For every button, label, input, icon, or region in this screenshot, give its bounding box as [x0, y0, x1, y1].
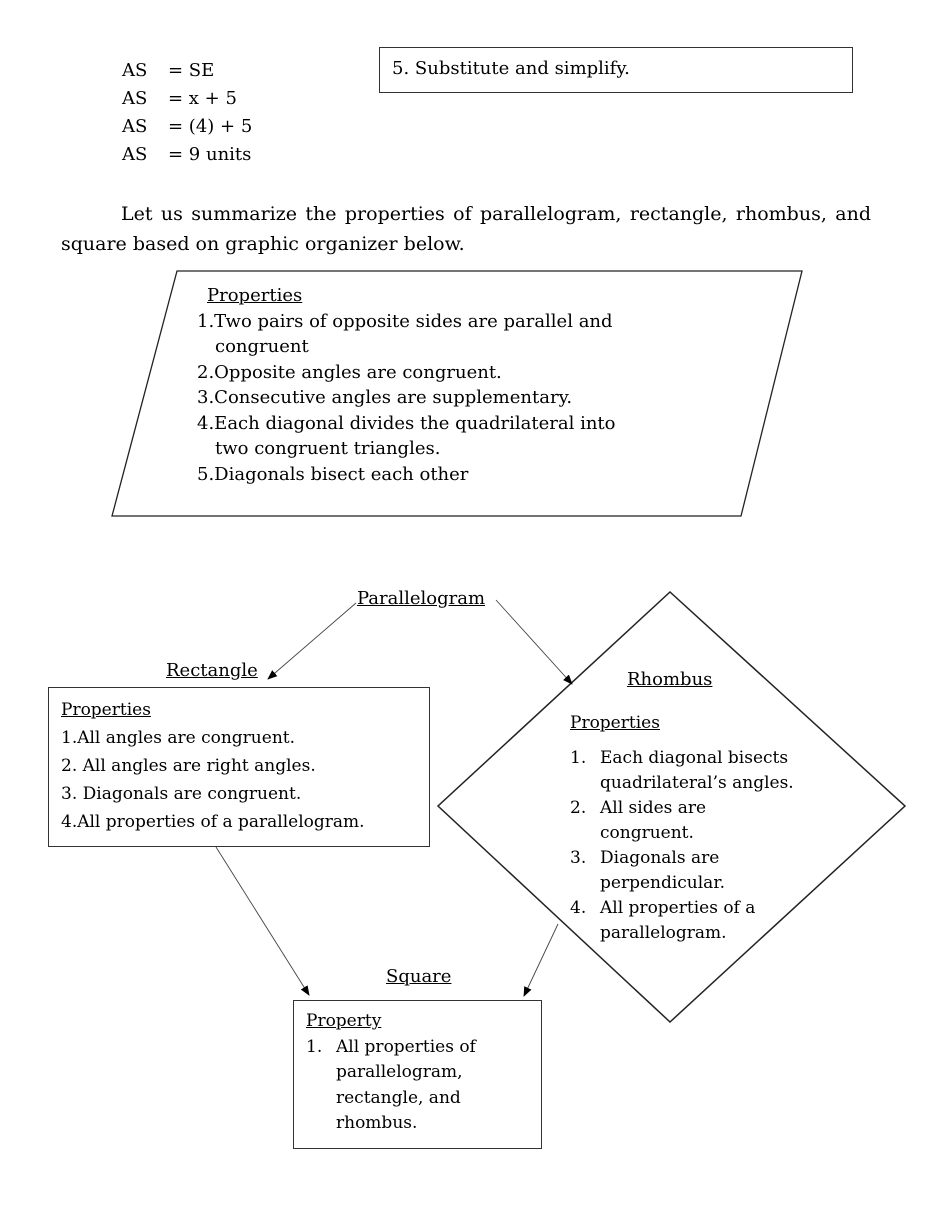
parallelogram-shape — [111, 270, 803, 517]
rhombus-property-list: 1. Each diagonal bisects quadrilateral’s… — [570, 746, 794, 946]
rectangle-label: Rectangle — [166, 660, 258, 681]
item-line: Each diagonal bisects — [600, 748, 789, 768]
item-line: congruent. — [600, 823, 694, 843]
item-number: 3. — [570, 848, 587, 868]
item-line: All properties of — [336, 1036, 476, 1057]
equation-lhs: AS — [122, 144, 148, 165]
item-text: Diagonals are perpendicular. — [600, 846, 725, 896]
rhombus-properties-title: Properties — [570, 713, 660, 733]
item-text: All properties of a parallelogram. — [600, 896, 755, 946]
item-line: rhombus. — [336, 1113, 418, 1133]
item-line: rectangle, and — [336, 1087, 461, 1108]
arrow-rhombus-to-square — [523, 923, 559, 997]
rectangle-properties-box: Properties 1.All angles are congruent. 2… — [48, 687, 430, 847]
item-line: parallelogram. — [600, 923, 727, 943]
arrow-parallelogram-to-rectangle — [267, 602, 357, 680]
parallelogram-properties: Properties 1.Two pairs of opposite sides… — [197, 283, 616, 487]
property-line-continued: congruent — [215, 336, 309, 357]
property-line: 5.Diagonals bisect each other — [197, 463, 469, 485]
list-item: 1. Each diagonal bisects quadrilateral’s… — [570, 746, 794, 796]
list-item: 1. All properties of parallelogram, rect… — [306, 1035, 529, 1137]
property-line: 1.All angles are congruent. — [61, 728, 295, 748]
item-line: perpendicular. — [600, 873, 725, 893]
item-line: parallelogram, — [336, 1062, 463, 1082]
parallelogram-properties-title: Properties — [207, 285, 303, 306]
rectangle-properties-title: Properties — [61, 700, 151, 720]
arrow-rectangle-to-square — [215, 846, 310, 996]
parallelogram-label: Parallelogram — [357, 588, 486, 609]
equation-lhs: AS — [122, 116, 148, 137]
square-label: Square — [386, 966, 452, 987]
equation-block: AS = SE AS = x + 5 AS = (4) + 5 AS = 9 u… — [122, 57, 252, 169]
property-line: 3.Consecutive angles are supplementary. — [197, 387, 573, 408]
item-number: 1. — [570, 748, 587, 768]
list-item: 4. All properties of a parallelogram. — [570, 896, 794, 946]
item-text: Each diagonal bisects quadrilateral’s an… — [600, 746, 794, 796]
property-line: 2.Opposite angles are congruent. — [197, 361, 502, 383]
list-item: 2. All sides are congruent. — [570, 796, 794, 846]
item-line: quadrilateral’s angles. — [600, 773, 794, 793]
item-number: 4. — [570, 898, 587, 918]
intro-paragraph: Let us summarize the properties of paral… — [61, 203, 871, 255]
property-line: 2. All angles are right angles. — [61, 756, 316, 776]
property-line: 3. Diagonals are congruent. — [61, 784, 302, 804]
equation-lhs: AS — [122, 60, 148, 81]
property-line: 1.Two pairs of opposite sides are parall… — [197, 310, 613, 332]
item-line: Diagonals are — [600, 848, 720, 868]
equation-row: AS = x + 5 — [122, 85, 252, 113]
square-properties-box: Property 1. All properties of parallelog… — [293, 1000, 542, 1149]
equation-row: AS = 9 units — [122, 141, 252, 169]
rhombus-properties: Properties 1. Each diagonal bisects quad… — [570, 711, 794, 946]
square-properties-title: Property — [306, 1011, 382, 1031]
item-text: All properties of parallelogram, rectang… — [336, 1035, 476, 1137]
equation-rhs: = (4) + 5 — [168, 116, 253, 137]
list-item: 3. Diagonals are perpendicular. — [570, 846, 794, 896]
item-number: 2. — [570, 798, 587, 818]
item-line: All sides are — [600, 798, 707, 818]
item-text: All sides are congruent. — [600, 796, 706, 846]
equation-row: AS = (4) + 5 — [122, 113, 252, 141]
equation-rhs: = x + 5 — [168, 88, 237, 109]
step-note-box: 5. Substitute and simplify. — [379, 47, 853, 93]
item-line: All properties of a — [600, 898, 756, 918]
item-number: 1. — [306, 1036, 323, 1057]
equation-rhs: = SE — [168, 60, 215, 81]
property-line: 4.Each diagonal divides the quadrilatera… — [197, 412, 616, 434]
rhombus-label: Rhombus — [627, 669, 713, 690]
rhombus-shape — [436, 590, 907, 1024]
arrow-parallelogram-to-rhombus — [495, 599, 573, 685]
property-line-continued: two congruent triangles. — [215, 438, 441, 459]
equation-rhs: = 9 units — [168, 144, 252, 165]
equation-lhs: AS — [122, 88, 148, 109]
equation-row: AS = SE — [122, 57, 252, 85]
property-line: 4.All properties of a parallelogram. — [61, 812, 365, 832]
